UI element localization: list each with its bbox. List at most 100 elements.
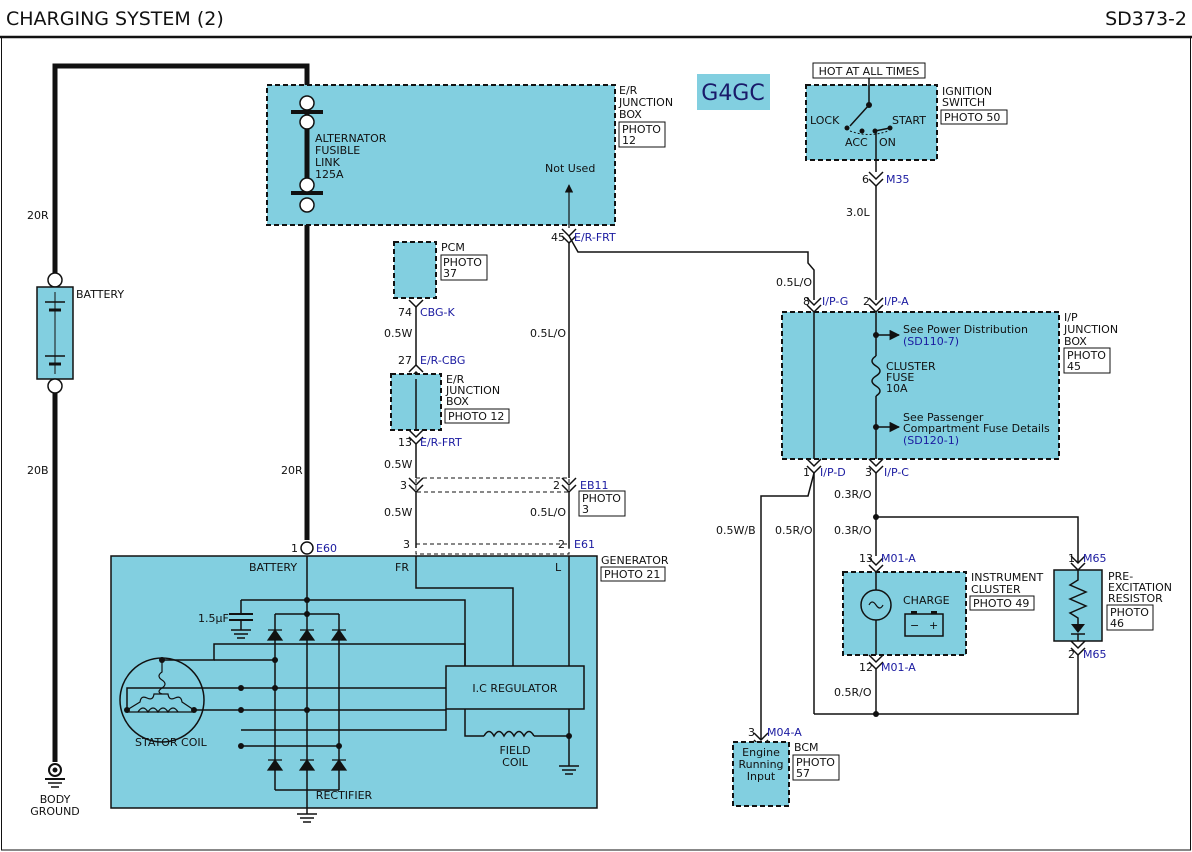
m35-pin-num: 6: [862, 173, 869, 186]
ip-box-label-1: I/P: [1064, 311, 1078, 324]
pcm-wire-label: 0.5W: [384, 327, 412, 340]
body-ground-icon: [45, 763, 65, 788]
battery-warning-minus: −: [910, 619, 919, 632]
field-coil-lead: [464, 709, 484, 737]
battery-warning-plus: +: [929, 619, 938, 632]
ign-lock: LOCK: [810, 114, 840, 127]
bcm-input-2: Running: [738, 758, 783, 771]
gen-b-wire-label: 20R: [281, 464, 303, 477]
eb11-photo-ref: [578, 490, 626, 517]
junction-dot: [159, 657, 165, 663]
rectifier-diodes: [266, 628, 348, 771]
hot-at-all-times: HOT AT ALL TIMES: [819, 65, 920, 78]
charge-label: CHARGE: [903, 594, 950, 607]
er-box-photo-ref: [618, 121, 666, 148]
eb11-conn: EB11: [580, 479, 609, 492]
battery-label: BATTERY: [76, 288, 124, 301]
ip-c-wire-label-2: 0.3R/O: [834, 524, 872, 537]
cbg-k-pin-conn: CBG-K: [420, 306, 456, 319]
bcm-photo-ref: [792, 754, 840, 781]
power-dist-label: See Power Distribution: [903, 323, 1028, 336]
gen-l-term: L: [555, 561, 562, 574]
ign-start: START: [892, 114, 926, 127]
ip-junction-box: [781, 311, 1060, 460]
resistor-photo-ref: [1106, 604, 1154, 631]
fusible-link-terminal: [299, 95, 315, 111]
stator-coil-label: STATOR COIL: [135, 736, 208, 749]
junction-dot: [238, 743, 244, 749]
m01a-top-conn: M01-A: [881, 552, 916, 565]
fusible-link-terminal: [299, 114, 315, 130]
resistor-photo-2: 46: [1110, 617, 1124, 630]
cluster-label-1: INSTRUMENT: [971, 571, 1044, 584]
resistor-label-1: PRE-: [1108, 570, 1133, 583]
e60-pin-num: 1: [291, 542, 298, 555]
e60-conn: E60: [316, 542, 337, 555]
junction-dot: [336, 743, 342, 749]
ic-regulator-label: I.C REGULATOR: [472, 682, 558, 695]
m35-conn: M35: [886, 173, 910, 186]
pcm-box: [393, 241, 437, 299]
pcm-photo-2: 37: [443, 267, 457, 280]
ip-g-wire-label: 0.5L/O: [776, 276, 812, 289]
connector-e61-outline: [415, 543, 570, 555]
ign-label-2: SWITCH: [942, 96, 985, 109]
generator-photo: PHOTO 21: [604, 568, 660, 581]
page-frame: [1, 36, 1191, 851]
er-box-photo-2: 12: [622, 134, 636, 147]
body-ground-label-1: BODY: [40, 793, 71, 806]
resistor-label-2: EXCITATION: [1108, 581, 1172, 594]
gen-battery-term: BATTERY: [249, 561, 297, 574]
regulator-sense: [241, 709, 447, 731]
m65-top-pin-num: 1: [1068, 552, 1075, 565]
ign-photo: PHOTO 50: [944, 111, 1000, 124]
ign-wire-label: 3.0L: [846, 206, 870, 219]
fusible-link-terminal: [299, 177, 315, 193]
er-cbg-pin-conn: E/R-CBG: [420, 354, 465, 367]
ip-g-pin-num: 8: [803, 295, 810, 308]
fusible-link-label-2: FUSIBLE: [315, 144, 360, 157]
generator-photo-ref: [600, 566, 666, 582]
fusible-link-label-3: LINK: [315, 156, 341, 169]
eb11-pin-num: 2: [553, 479, 560, 492]
field-coil-label-1: FIELD: [499, 744, 530, 757]
fr-wire-label-1: 0.5W: [384, 458, 412, 471]
er-cbg-pin-num: 27: [398, 354, 412, 367]
junction-dot: [124, 707, 130, 713]
battery-warning-icon: [904, 613, 944, 637]
er-box-label-1: E/R: [619, 84, 638, 97]
er-junction-box: [266, 84, 616, 226]
er-box-label-2: JUNCTION: [618, 96, 673, 109]
ac-phase-b: [126, 687, 446, 710]
cluster-photo-ref: [969, 595, 1035, 611]
cbg-k-pin-num: 74: [398, 306, 412, 319]
capacitor-ground-icon: [231, 629, 251, 639]
resistor-diode-icon: [1071, 624, 1085, 633]
l-wire-label: 0.5L/O: [530, 327, 566, 340]
junction-dot: [238, 685, 244, 691]
cluster-fuse-label-3: 10A: [886, 382, 908, 395]
e60-terminal: [300, 541, 314, 555]
cluster-fuse-label-2: FUSE: [886, 371, 914, 384]
m65-top-conn: M65: [1083, 552, 1107, 565]
ip-box-label-3: BOX: [1064, 335, 1087, 348]
resistor-label-3: RESISTOR: [1108, 592, 1163, 605]
pcm-photo-1: PHOTO: [443, 256, 482, 269]
bcm-photo-2: 57: [796, 767, 810, 780]
page-title: CHARGING SYSTEM (2): [6, 8, 224, 30]
resistor-icon: [1068, 570, 1088, 624]
er-frt-pin-num: 45: [551, 231, 565, 244]
ip-box-photo-ref: [1063, 347, 1111, 374]
er-box-2-label-3: BOX: [446, 395, 469, 408]
junction-dot: [304, 707, 310, 713]
engine-badge-label: G4GC: [701, 81, 764, 106]
ign-on: ON: [879, 136, 896, 149]
ip-box-label-2: JUNCTION: [1063, 323, 1118, 336]
capacitor-label: 1.5μF: [198, 612, 229, 625]
bottom-wire-label: 0.5R/O: [834, 686, 872, 699]
bcm-label: BCM: [794, 741, 819, 754]
e61-conn: E61: [574, 538, 595, 551]
junction-dot: [304, 597, 310, 603]
bcm-photo-1: PHOTO: [796, 756, 835, 769]
